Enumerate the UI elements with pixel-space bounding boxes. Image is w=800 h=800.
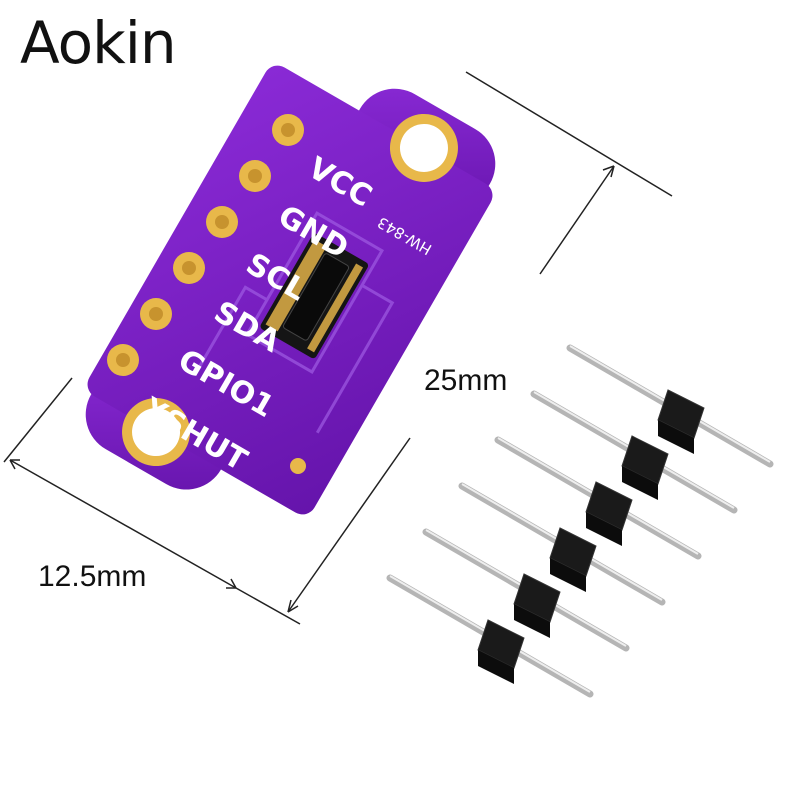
header-housing-side	[514, 604, 550, 638]
pin-pad-hole	[149, 307, 163, 321]
test-pad	[290, 458, 306, 474]
header-housing-side	[478, 650, 514, 684]
header-housing-side	[658, 420, 694, 454]
header-housing-side	[550, 558, 586, 592]
header-housing-side	[586, 512, 622, 546]
pin-pad-hole	[116, 353, 130, 367]
sensor-chip	[260, 233, 369, 359]
pin-pads	[107, 114, 304, 376]
brand-logo-text: Aokin	[20, 9, 177, 77]
pin-pad-hole	[281, 123, 295, 137]
width-dimension-label: 12.5mm	[38, 560, 147, 593]
length-dimension-lines	[235, 71, 673, 625]
mounting-hole-top	[389, 113, 458, 182]
pin-pad-hole	[215, 215, 229, 229]
sensor-board	[85, 65, 496, 515]
pin-header	[386, 344, 774, 698]
header-housing-side	[622, 466, 658, 500]
mounting-hole-bottom	[122, 398, 191, 467]
pin-pad-hole	[182, 261, 196, 275]
pin-pad-hole	[248, 169, 262, 183]
length-dimension-label: 25mm	[424, 364, 508, 397]
width-dimension-lines	[3, 377, 237, 589]
